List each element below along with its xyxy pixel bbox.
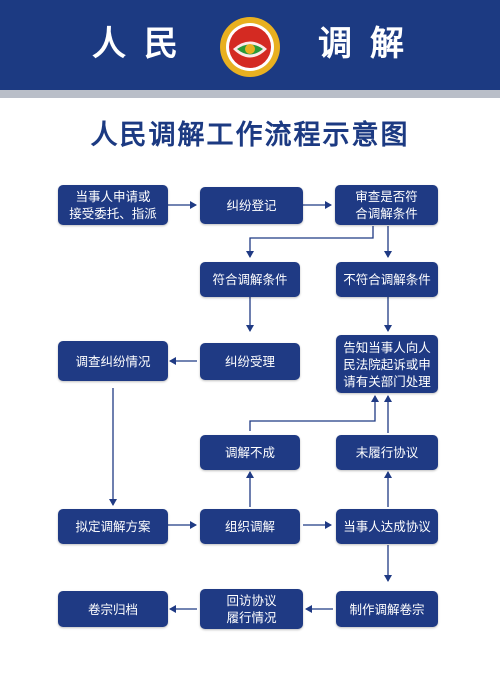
node-failed: 调解不成 [200,435,300,470]
node-agreement: 当事人达成协议 [336,509,438,544]
node-archive: 卷宗归档 [58,591,168,627]
node-accept: 纠纷受理 [200,343,300,380]
node-eligible: 符合调解条件 [200,262,300,297]
node-review: 审查是否符 合调解条件 [335,185,438,225]
node-not-performed: 未履行协议 [336,435,438,470]
node-apply: 当事人申请或 接受委托、指派 [58,185,168,225]
page-title: 人民调解工作流程示意图 [90,120,410,151]
header-stripe [0,90,500,98]
node-plan: 拟定调解方案 [58,509,168,544]
node-organize: 组织调解 [200,509,300,544]
node-not-eligible: 不符合调解条件 [336,262,438,297]
node-revisit: 回访协议 履行情况 [200,589,303,629]
people-mediation-emblem-icon [220,17,280,77]
arrow-review-eligible [246,226,374,258]
node-register: 纠纷登记 [200,187,303,224]
node-make-file: 制作调解卷宗 [336,591,438,627]
header-left-text: 人民 [92,24,196,64]
header-right-text: 调解 [318,24,422,64]
node-notify: 告知当事人向人 民法院起诉或申 请有关部门处理 [336,335,438,393]
node-investigate: 调查纠纷情况 [58,341,168,381]
arrow-failed-notify [249,395,379,431]
